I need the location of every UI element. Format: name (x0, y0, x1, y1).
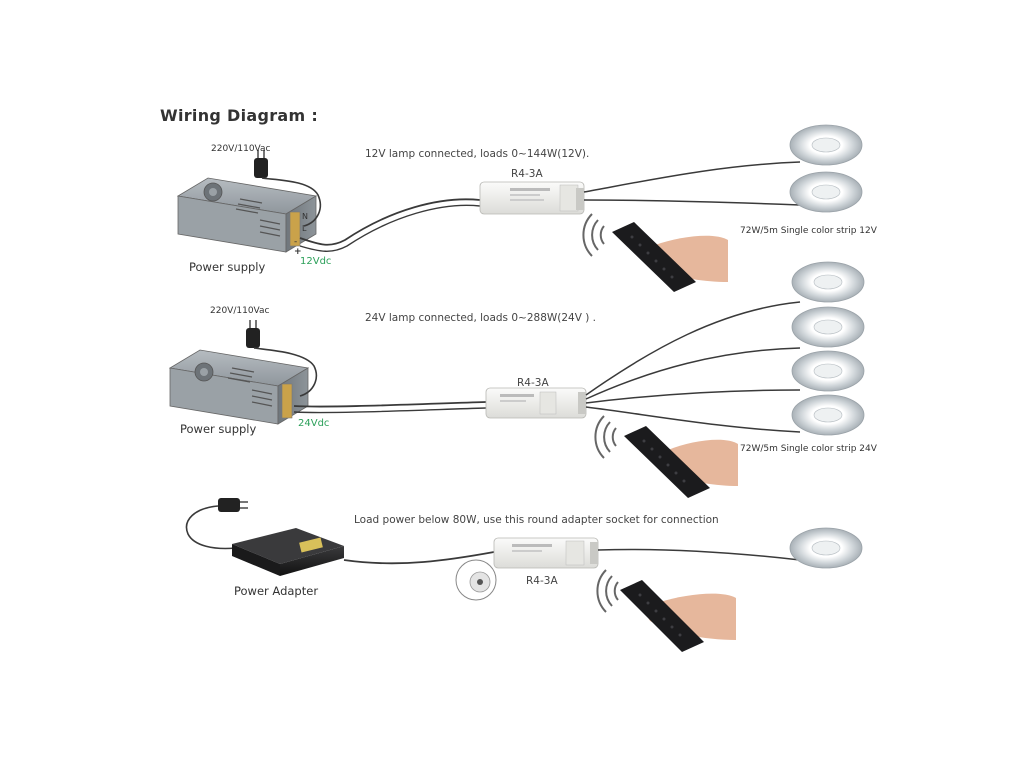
power-adapter-icon (232, 528, 344, 576)
section-1-power-label: Power supply (189, 260, 266, 274)
led-strip-reel-icon (789, 527, 863, 569)
section-1-strip-label: 72W/5m Single color strip 12V (740, 226, 877, 236)
wireless-signal-icon (594, 415, 617, 459)
terminal-minus-label: - (294, 237, 298, 247)
section-2-output-voltage: 24Vdc (298, 418, 330, 429)
terminal-n-label: N (302, 212, 308, 221)
section-3 (185, 498, 863, 652)
diagram-title: Wiring Diagram : (160, 106, 319, 125)
power-supply-icon (168, 349, 310, 425)
section-2-power-label: Power supply (180, 422, 257, 436)
power-supply-icon (176, 177, 318, 253)
controller-icon (485, 387, 587, 419)
section-2-strip-label: 72W/5m Single color strip 24V (740, 444, 877, 454)
remote-icon (624, 426, 710, 498)
section-1 (176, 124, 863, 292)
round-socket-icon (455, 559, 497, 601)
remote-icon (620, 580, 704, 652)
section-2-input-voltage: 220V/110Vac (210, 306, 270, 316)
plug-icon (254, 150, 268, 178)
controller-icon (493, 537, 599, 569)
section-2-description: 24V lamp connected, loads 0~288W(24V ) . (365, 312, 597, 324)
controller-icon (479, 181, 585, 215)
section-2 (168, 261, 865, 498)
section-3-power-label: Power Adapter (234, 584, 319, 598)
wireless-signal-icon (582, 213, 605, 257)
section-3-description: Load power below 80W, use this round ada… (354, 514, 719, 526)
terminal-plus-label: + (294, 247, 302, 257)
led-strip-reel-icon (789, 124, 863, 213)
section-1-output-voltage: 12Vdc (300, 256, 332, 267)
section-1-description: 12V lamp connected, loads 0~144W(12V). (365, 148, 590, 160)
section-2-controller-label: R4-3A (517, 377, 549, 389)
terminal-l-label: L (302, 224, 307, 233)
section-3-controller-label: R4-3A (526, 575, 558, 587)
section-1-input-voltage: 220V/110Vac (211, 144, 271, 154)
wireless-signal-icon (596, 569, 619, 613)
led-strip-reel-icon (791, 261, 865, 436)
remote-icon (612, 222, 696, 292)
plug-icon (218, 498, 248, 512)
plug-icon (246, 320, 260, 348)
section-1-controller-label: R4-3A (511, 168, 543, 180)
